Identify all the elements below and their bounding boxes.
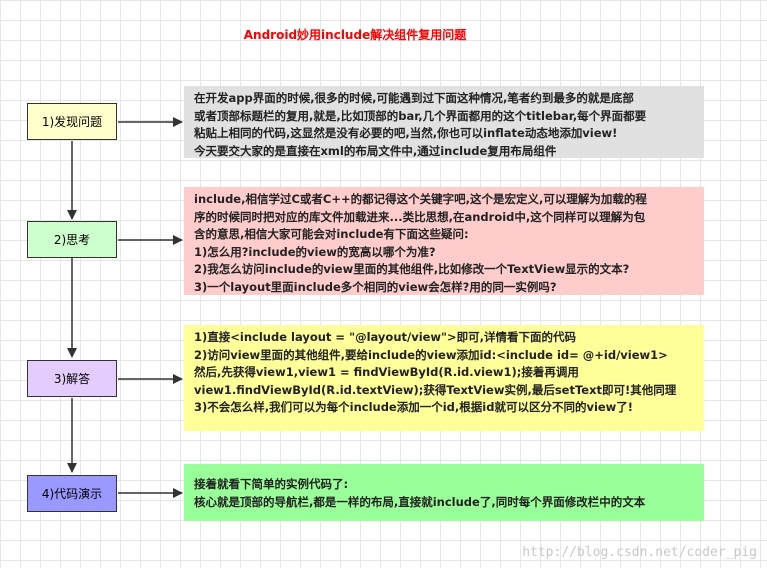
step-box-discover: 1)发现问题 (27, 103, 117, 140)
note-box-demo: 接着就看下简单的实例代码了: 核心就是顶部的导航栏,都是一样的布局,直接就inc… (184, 464, 704, 521)
note-box-discover: 在开发app界面的时候,很多的时候,可能遇到过下面这种情况,笔者约到最多的就是底… (184, 86, 704, 158)
watermark: http://blog.csdn.net/coder_pig (522, 545, 757, 560)
note-box-answer: 1)直接<include layout = "@layout/view">即可,… (184, 325, 704, 431)
step-box-demo: 4)代码演示 (27, 475, 117, 512)
step-box-answer: 3)解答 (27, 360, 117, 397)
note-box-think: include,相信学过C或者C++的都记得这个关键字吧,这个是宏定义,可以理解… (184, 187, 704, 295)
step-label: 2)思考 (53, 233, 91, 247)
step-label: 1)发现问题 (41, 115, 103, 129)
diagram-title: Android妙用include解决组件复用问题 (243, 28, 467, 42)
step-label: 3)解答 (53, 372, 91, 386)
step-box-think: 2)思考 (27, 221, 117, 258)
step-label: 4)代码演示 (41, 487, 103, 501)
